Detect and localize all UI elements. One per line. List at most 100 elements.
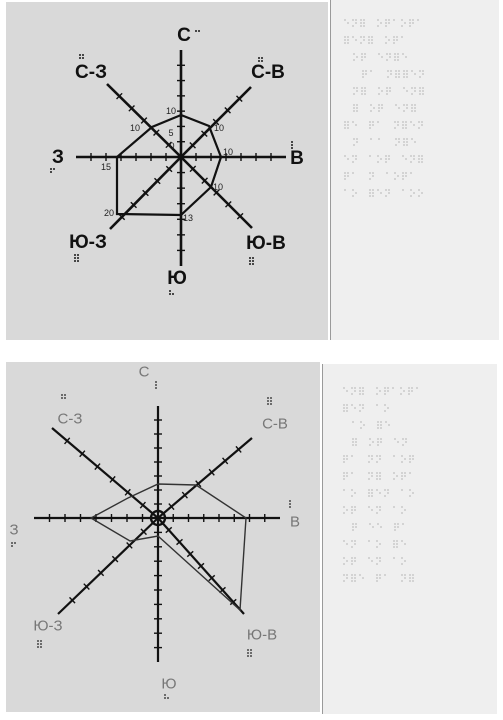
braille-text [354,509,356,511]
braille-text [361,93,363,95]
braille-text [363,39,365,41]
braille-text [403,144,405,146]
braille-text [355,438,357,440]
value-label-se: 10 [212,182,224,192]
braille-text [381,107,383,109]
braille-text [421,155,423,157]
braille-text [395,70,397,72]
braille-text [360,19,362,21]
braille-text [351,540,353,542]
braille-text [388,192,390,194]
northwest-tick [124,488,131,496]
braille-text [403,141,405,143]
braille-text [394,121,396,123]
braille-text [376,540,378,542]
braille-text [352,421,354,423]
braille-text [351,577,353,579]
braille-text [422,90,424,92]
braille-text [351,455,353,457]
braille-text [412,19,414,21]
braille-text [364,93,366,95]
braille-text [352,19,354,21]
braille-text [356,107,358,109]
braille-text [406,144,408,146]
braille-text [385,25,387,27]
braille-text [372,441,374,443]
northeast-tick [201,130,208,137]
braille-text [388,158,390,160]
braille-text [387,387,389,389]
braille-text [376,574,378,576]
braille-marker [289,500,291,502]
braille-text [379,390,381,392]
braille-marker [261,60,263,62]
braille-text [396,39,398,41]
value-label-s: 13 [182,213,194,223]
braille-text [402,155,404,157]
braille-text [377,189,379,191]
braille-text [401,540,403,542]
braille-text [396,540,398,542]
braille-text [381,90,383,92]
braille-text [351,563,353,565]
braille-text [360,25,362,27]
braille-text [406,76,408,78]
braille-text [351,489,353,491]
braille-text [364,53,366,55]
braille-marker [172,293,174,295]
braille-text [412,577,414,579]
braille-text [369,192,371,194]
braille-text [346,543,348,545]
braille-marker [77,260,79,262]
braille-text [344,19,346,21]
braille-text [384,489,386,491]
braille-text [418,189,420,191]
braille-text [354,492,356,494]
braille-marker [61,394,63,396]
braille-text [416,387,418,389]
braille-text [346,509,348,511]
braille-marker [164,697,166,699]
braille-text [344,39,346,41]
wind-rose-polygon [115,113,223,217]
braille-text [344,127,346,129]
braille-text [390,73,392,75]
braille-text [401,475,403,477]
braille-marker [155,381,157,383]
braille-text [412,492,414,494]
braille-text [396,546,398,548]
braille-text [353,93,355,95]
braille-text [369,124,371,126]
braille-text [371,495,373,497]
braille-text [354,580,356,582]
braille-text [395,104,397,106]
northwest-tick [153,129,160,137]
braille-text [396,475,398,477]
braille-text [362,393,364,395]
braille-text [359,574,361,576]
braille-text [387,76,389,78]
braille-text [388,39,390,41]
braille-text [376,577,378,579]
braille-marker [164,694,166,696]
braille-text [402,124,404,126]
braille-text [388,424,390,426]
braille-text [395,73,397,75]
braille-text [414,104,416,106]
braille-text [398,141,400,143]
braille-text [411,387,413,389]
braille-text [343,506,345,508]
braille-text [401,455,403,457]
braille-text [343,387,345,389]
braille-text [343,472,345,474]
braille-text [385,158,387,160]
braille-text [377,441,379,443]
northeast-tick [235,445,242,453]
braille-text [370,104,372,106]
braille-text [347,158,349,160]
braille-text [371,492,373,494]
braille-text [377,444,379,446]
braille-text [351,495,353,497]
braille-text [380,22,382,24]
braille-text [379,509,381,511]
